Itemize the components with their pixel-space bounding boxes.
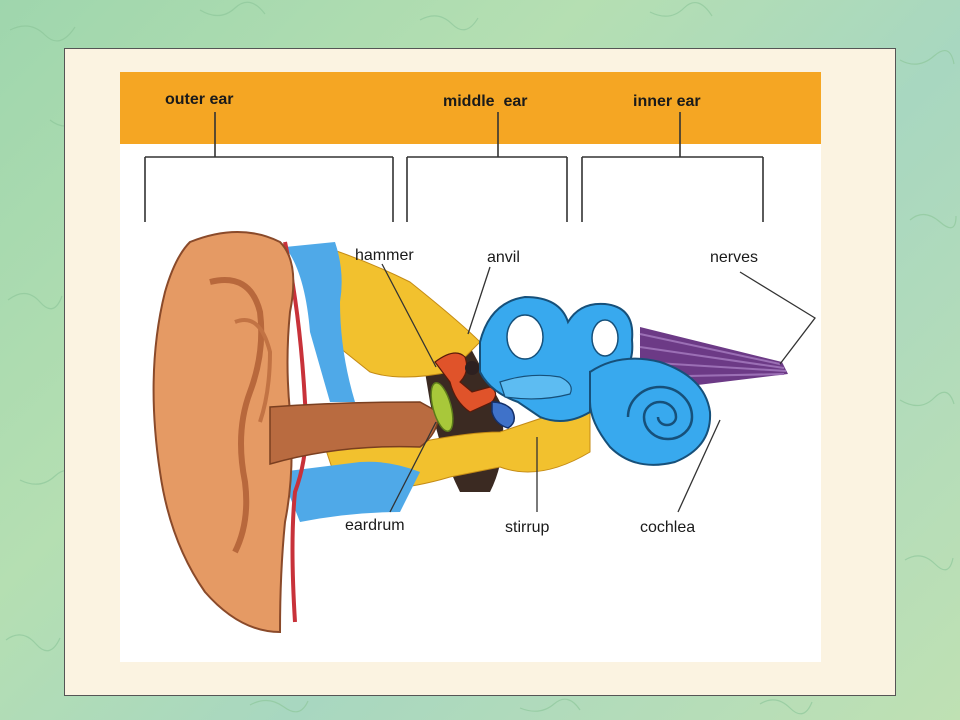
ear-canal: [269, 401, 439, 465]
bracket-lines: [144, 112, 764, 222]
section-label-outer-ear: outer ear: [165, 91, 233, 108]
inner-ear-labyrinth: [479, 295, 634, 422]
cochlea-spiral: [589, 357, 712, 466]
ear-diagram: outer ear middle ear inner ear: [120, 72, 821, 662]
stirrup-bone: [491, 401, 515, 429]
label-hammer: hammer: [355, 247, 414, 264]
pinna-fold: [209, 277, 265, 554]
eardrum-membrane: [430, 381, 454, 433]
section-label-middle-ear: middle ear: [443, 93, 527, 110]
ossicles: [434, 352, 497, 413]
label-eardrum: eardrum: [345, 517, 405, 534]
tissue-layer-lower: [280, 461, 420, 522]
tissue-layer-upper: [285, 242, 355, 402]
header-band: [120, 72, 821, 144]
pinna-inner: [234, 318, 273, 423]
label-anvil: anvil: [487, 249, 520, 266]
leader-lines: [381, 263, 816, 513]
anvil-bone: [465, 361, 479, 375]
section-label-inner-ear: inner ear: [633, 93, 701, 110]
label-cochlea: cochlea: [640, 519, 695, 536]
label-stirrup: stirrup: [505, 519, 550, 536]
label-nerves: nerves: [710, 249, 758, 266]
